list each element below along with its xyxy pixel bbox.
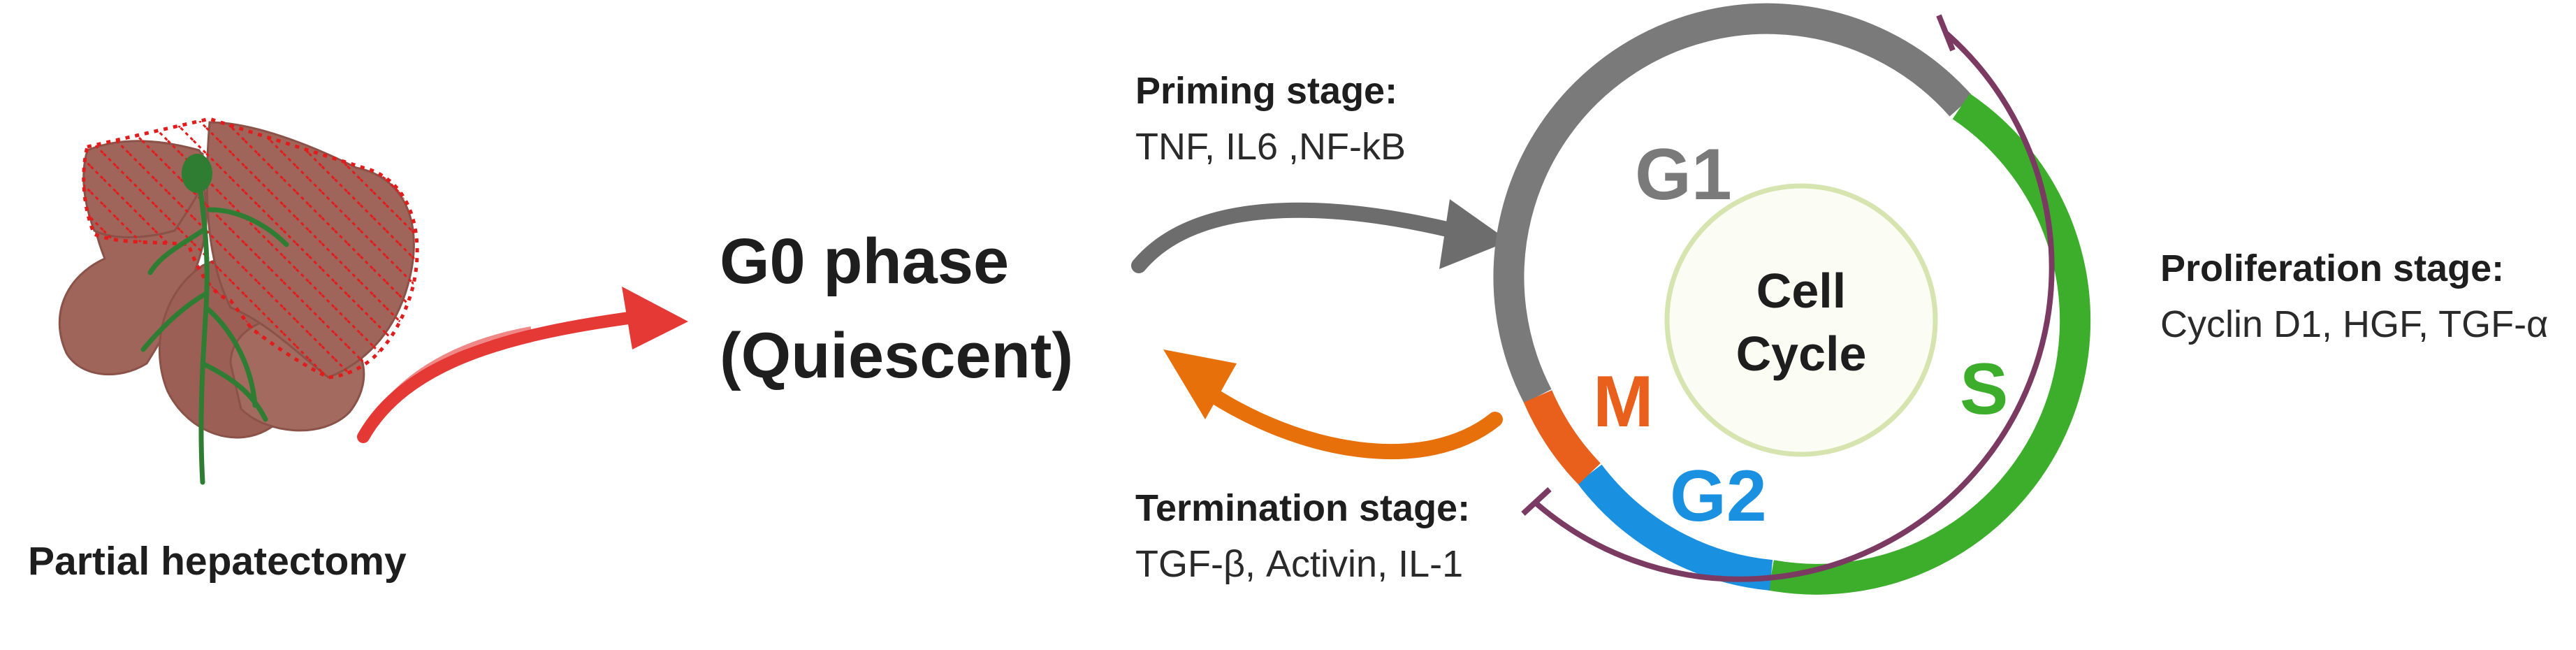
cell-cycle-center-line2: Cycle (1736, 326, 1867, 381)
g0-subtitle: (Quiescent) (720, 320, 1073, 391)
arrow-to-g0-head (622, 287, 688, 349)
phase-arc-m (1523, 390, 1601, 485)
liver-caption: Partial hepatectomy (28, 539, 407, 584)
bracket-cap-bottom (1521, 487, 1552, 516)
gallbladder (182, 154, 212, 193)
liver-illustration (58, 117, 419, 485)
termination-factors: TGF-β, Activin, IL-1 (1135, 543, 1463, 585)
cell-cycle-center-line1: Cell (1756, 263, 1846, 318)
vessels (140, 154, 289, 485)
termination-arrow (1163, 349, 1503, 460)
proliferation-title: Proliferation stage: (2160, 247, 2504, 289)
phase-arc-s (1768, 93, 2091, 595)
proliferation-factors: Cyclin D1, HGF, TGF-α (2160, 303, 2548, 345)
termination-title: Termination stage: (1135, 487, 1470, 529)
arrow-to-g0 (357, 287, 688, 443)
phase-arc-g1 (1493, 3, 1973, 404)
proliferation-bracket (1531, 31, 2055, 582)
cell-cycle-center (1664, 183, 1938, 457)
termination-arrow-head (1163, 349, 1237, 419)
phase-label-m: M (1593, 361, 1654, 442)
phase-label-s: S (1960, 349, 2008, 430)
resected-region (82, 117, 419, 380)
priming-factors: TNF, IL6 ,NF-kB (1135, 126, 1406, 168)
phase-label-g1: G1 (1635, 134, 1732, 215)
bracket-cap-top (1936, 14, 1956, 52)
g0-title: G0 phase (720, 226, 1009, 297)
priming-arrow (1131, 199, 1509, 273)
cell-cycle: Cell Cycle G1 S G2 M (1493, 3, 2091, 595)
priming-title: Priming stage: (1135, 70, 1397, 112)
priming-arrow-head (1439, 199, 1509, 269)
phase-label-g2: G2 (1670, 456, 1767, 537)
phase-arc-g2 (1577, 464, 1773, 591)
